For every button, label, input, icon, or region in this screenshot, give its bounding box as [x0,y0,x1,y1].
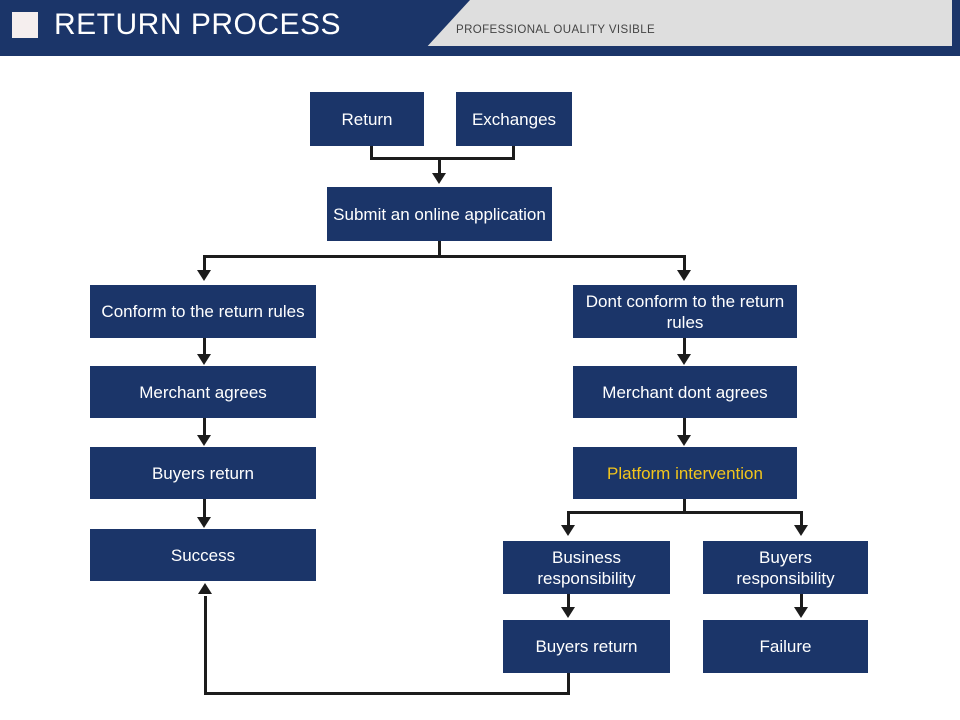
connector-split-bar-platform [567,511,803,514]
node-exchanges[interactable]: Exchanges [456,92,572,146]
arrow-into-platform-intervention [677,435,691,446]
connector-merge-to-submit [438,157,441,174]
connector-business-to-buyers-return [567,594,570,608]
header-navy-band [0,0,470,46]
logo-square-icon [12,12,38,38]
node-label: Submit an online application [333,204,546,224]
node-label: Buyers return [151,463,255,483]
arrow-into-dont-conform [677,270,691,281]
node-success[interactable]: Success [90,529,316,581]
node-return[interactable]: Return [310,92,424,146]
arrow-into-buyers-return-left [197,435,211,446]
arrow-into-success [197,517,211,528]
connector-platform-left-leg [567,511,570,526]
node-buyers-return-right[interactable]: Buyers return [503,620,670,673]
connector-dont-conform-to-merchant-dont [683,338,686,355]
node-label: Conform to the return rules [101,302,305,321]
arrow-into-business-responsibility [561,525,575,536]
arrow-into-buyers-responsibility [794,525,808,536]
node-label: Buyers responsibility [736,547,835,588]
node-label: Merchant dont agrees [602,382,768,402]
node-label: Dont conform to the return rules [585,291,785,332]
node-label: Merchant agrees [139,382,267,402]
node-buyers-return-left[interactable]: Buyers return [90,447,316,499]
node-label: Return [341,109,393,129]
connector-split-right-leg [683,255,686,271]
node-label: Exchanges [471,109,557,129]
arrow-into-merchant-agrees [197,354,211,365]
connector-platform-right-leg [800,511,803,526]
node-label: Platform intervention [607,463,763,483]
node-label: Success [170,545,236,565]
connector-submit-down [438,241,441,258]
connector-loop-up [204,596,207,694]
connector-buyers-resp-to-failure [800,594,803,608]
connector-split-left-leg [203,255,206,271]
connector-buyers-to-success [203,499,206,518]
connector-merge-bar-top [370,157,515,160]
node-label: Business responsibility [537,547,636,588]
page-header: RETURN PROCESS PROFESSIONAL OUALITY VISI… [0,0,960,56]
node-submit-online-application[interactable]: Submit an online application [327,187,552,241]
connector-conform-to-merchant [203,338,206,355]
node-buyers-responsibility[interactable]: Buyers responsibility [703,541,868,594]
connector-return-down [370,146,373,160]
node-label: Buyers return [535,637,638,656]
node-failure[interactable]: Failure [703,620,868,673]
arrow-into-submit [432,173,446,184]
connector-platform-down [683,499,686,514]
connector-loop-down [567,673,570,695]
arrow-loop-into-success [198,583,212,594]
header-underline [0,46,960,56]
connector-merchant-to-buyers [203,418,206,436]
connector-loop-bottom [204,692,570,695]
header-right-edge [952,0,960,46]
node-business-responsibility[interactable]: Business responsibility [503,541,670,594]
page-title: RETURN PROCESS [54,8,342,41]
node-dont-conform-to-return-rules[interactable]: Dont conform to the return rules [573,285,797,338]
arrow-into-conform [197,270,211,281]
connector-exchanges-down [512,146,515,160]
node-merchant-agrees[interactable]: Merchant agrees [90,366,316,418]
arrow-into-failure [794,607,808,618]
arrow-into-merchant-dont-agrees [677,354,691,365]
node-merchant-dont-agrees[interactable]: Merchant dont agrees [573,366,797,418]
header-subtitle: PROFESSIONAL OUALITY VISIBLE [456,24,656,36]
node-platform-intervention[interactable]: Platform intervention [573,447,797,499]
connector-merchant-dont-to-platform [683,418,686,436]
node-label: Failure [759,637,812,656]
connector-split-bar-main [203,255,685,258]
node-conform-to-return-rules[interactable]: Conform to the return rules [90,285,316,338]
arrow-into-buyers-return-right [561,607,575,618]
